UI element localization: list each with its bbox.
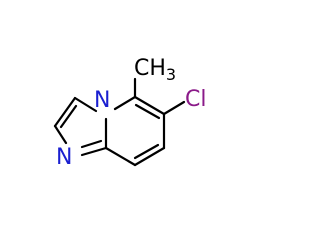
bond-n1-c8a-double: [80, 139, 103, 149]
methyl-subscript: 3: [166, 65, 176, 84]
bond-n4-c3: [73, 96, 98, 113]
bond-c5-c6-double: [134, 103, 161, 120]
methyl-text: CH: [134, 56, 166, 81]
bond-c2-n1: [53, 124, 68, 145]
bond-c5-c6: [133, 95, 166, 116]
atom-bridgehead-nitrogen-label: N: [94, 88, 110, 113]
bond-c3-c2: [53, 96, 77, 128]
atom-chlorine-label: Cl: [185, 87, 206, 112]
bond-c7-c8-double: [133, 143, 160, 160]
atom-imidazole-nitrogen-label: N: [56, 145, 72, 170]
bond-c8-c8a: [104, 146, 137, 167]
bond-c6-cl: [162, 100, 186, 116]
bond-n1-c8a: [80, 146, 108, 157]
bond-c7-c8: [133, 146, 166, 167]
molecule-structure: CH3 Cl N N: [53, 56, 206, 170]
atom-methyl-label: CH3: [134, 56, 176, 84]
bond-n4-c5: [113, 95, 137, 111]
bond-c3-c2-double: [59, 104, 78, 129]
